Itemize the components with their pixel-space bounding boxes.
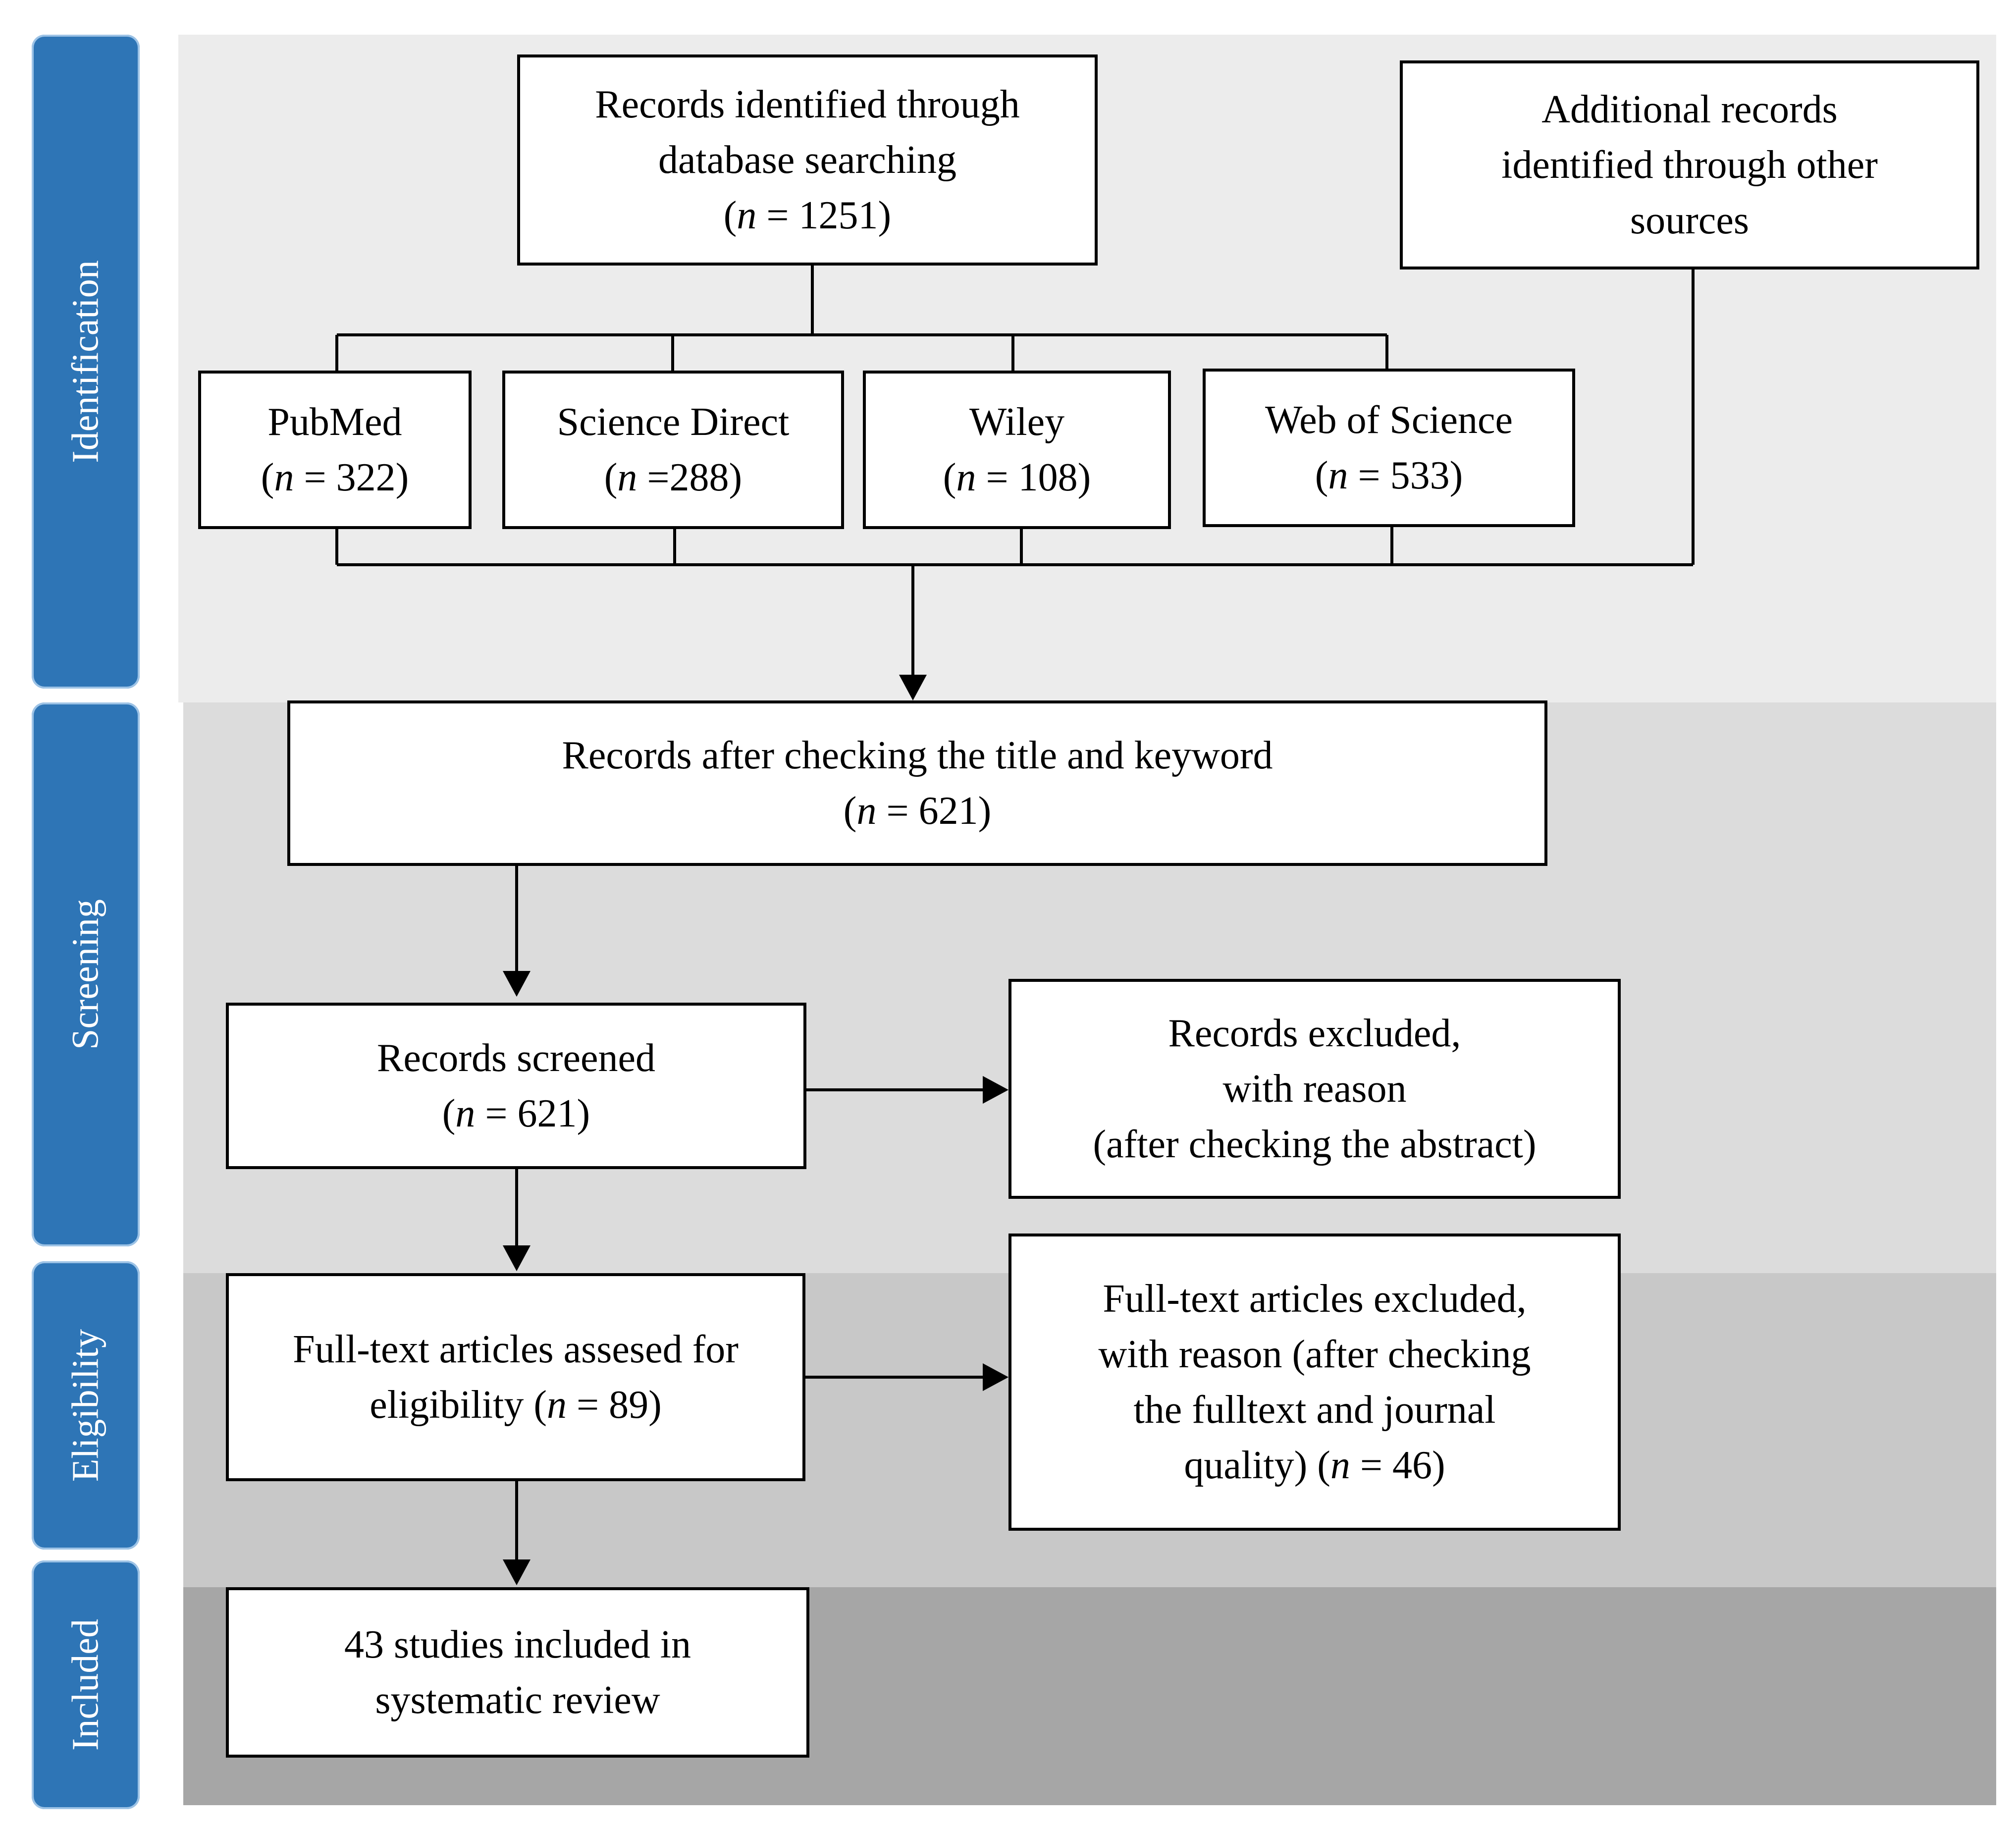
records-excluded-line-2: with reason: [1222, 1067, 1407, 1111]
wiley-box: Wiley (n = 108): [863, 371, 1171, 529]
full-text-excluded-line-1: Full-text articles excluded,: [1103, 1277, 1527, 1321]
included-tab: Included: [32, 1560, 140, 1809]
database-count: (n = 1251): [723, 194, 892, 237]
title-keyword-box: Records after checking the title and key…: [287, 700, 1547, 866]
web-of-science-count: (n = 533): [1315, 454, 1463, 497]
eligibility-tab: Eligibility: [32, 1261, 140, 1550]
studies-included-line-1: 43 studies included in: [344, 1623, 691, 1666]
full-text-assessed-line-2: eligibility (n = 89): [370, 1383, 662, 1427]
additional-line-1: Additional records: [1541, 88, 1838, 131]
records-excluded-line-3: (after checking the abstract): [1093, 1123, 1537, 1166]
science-direct-label: Science Direct: [557, 400, 790, 444]
records-screened-count: (n = 621): [442, 1092, 590, 1135]
identification-tab: Identification: [32, 35, 140, 689]
science-direct-box: Science Direct (n =288): [502, 371, 844, 529]
records-screened-box: Records screened (n = 621): [226, 1003, 806, 1169]
full-text-excluded-box: Full-text articles excluded, with reason…: [1008, 1234, 1621, 1531]
records-excluded-box: Records excluded, with reason (after che…: [1008, 979, 1621, 1199]
studies-included-box: 43 studies included in systematic review: [226, 1587, 809, 1758]
records-excluded-line-1: Records excluded,: [1168, 1012, 1461, 1055]
full-text-excluded-line-2: with reason (after checking: [1098, 1333, 1531, 1376]
full-text-excluded-line-3: the fulltext and journal: [1133, 1388, 1496, 1432]
science-direct-count: (n =288): [604, 456, 743, 499]
full-text-excluded-line-4: quality) (n = 46): [1184, 1444, 1445, 1487]
title-keyword-count: (n = 621): [843, 789, 992, 833]
database-search-box: Records identified through database sear…: [517, 54, 1098, 266]
web-of-science-box: Web of Science (n = 533): [1203, 369, 1575, 527]
web-of-science-label: Web of Science: [1265, 398, 1513, 442]
additional-records-box: Additional records identified through ot…: [1400, 60, 1979, 269]
pubmed-count: (n = 322): [261, 456, 409, 499]
database-line-2: database searching: [658, 138, 956, 182]
wiley-label: Wiley: [969, 400, 1065, 444]
additional-line-2: identified through other: [1501, 143, 1878, 187]
screening-tab: Screening: [32, 702, 140, 1246]
wiley-count: (n = 108): [943, 456, 1091, 499]
full-text-assessed-line-1: Full-text articles assesed for: [293, 1328, 739, 1371]
additional-line-3: sources: [1630, 199, 1749, 242]
full-text-assessed-box: Full-text articles assesed for eligibili…: [226, 1273, 805, 1481]
pubmed-label: PubMed: [267, 400, 402, 444]
records-screened-label: Records screened: [377, 1036, 655, 1080]
database-line-1: Records identified through: [595, 83, 1020, 126]
studies-included-line-2: systematic review: [375, 1678, 660, 1722]
title-keyword-label: Records after checking the title and key…: [562, 734, 1273, 777]
pubmed-box: PubMed (n = 322): [198, 371, 472, 529]
